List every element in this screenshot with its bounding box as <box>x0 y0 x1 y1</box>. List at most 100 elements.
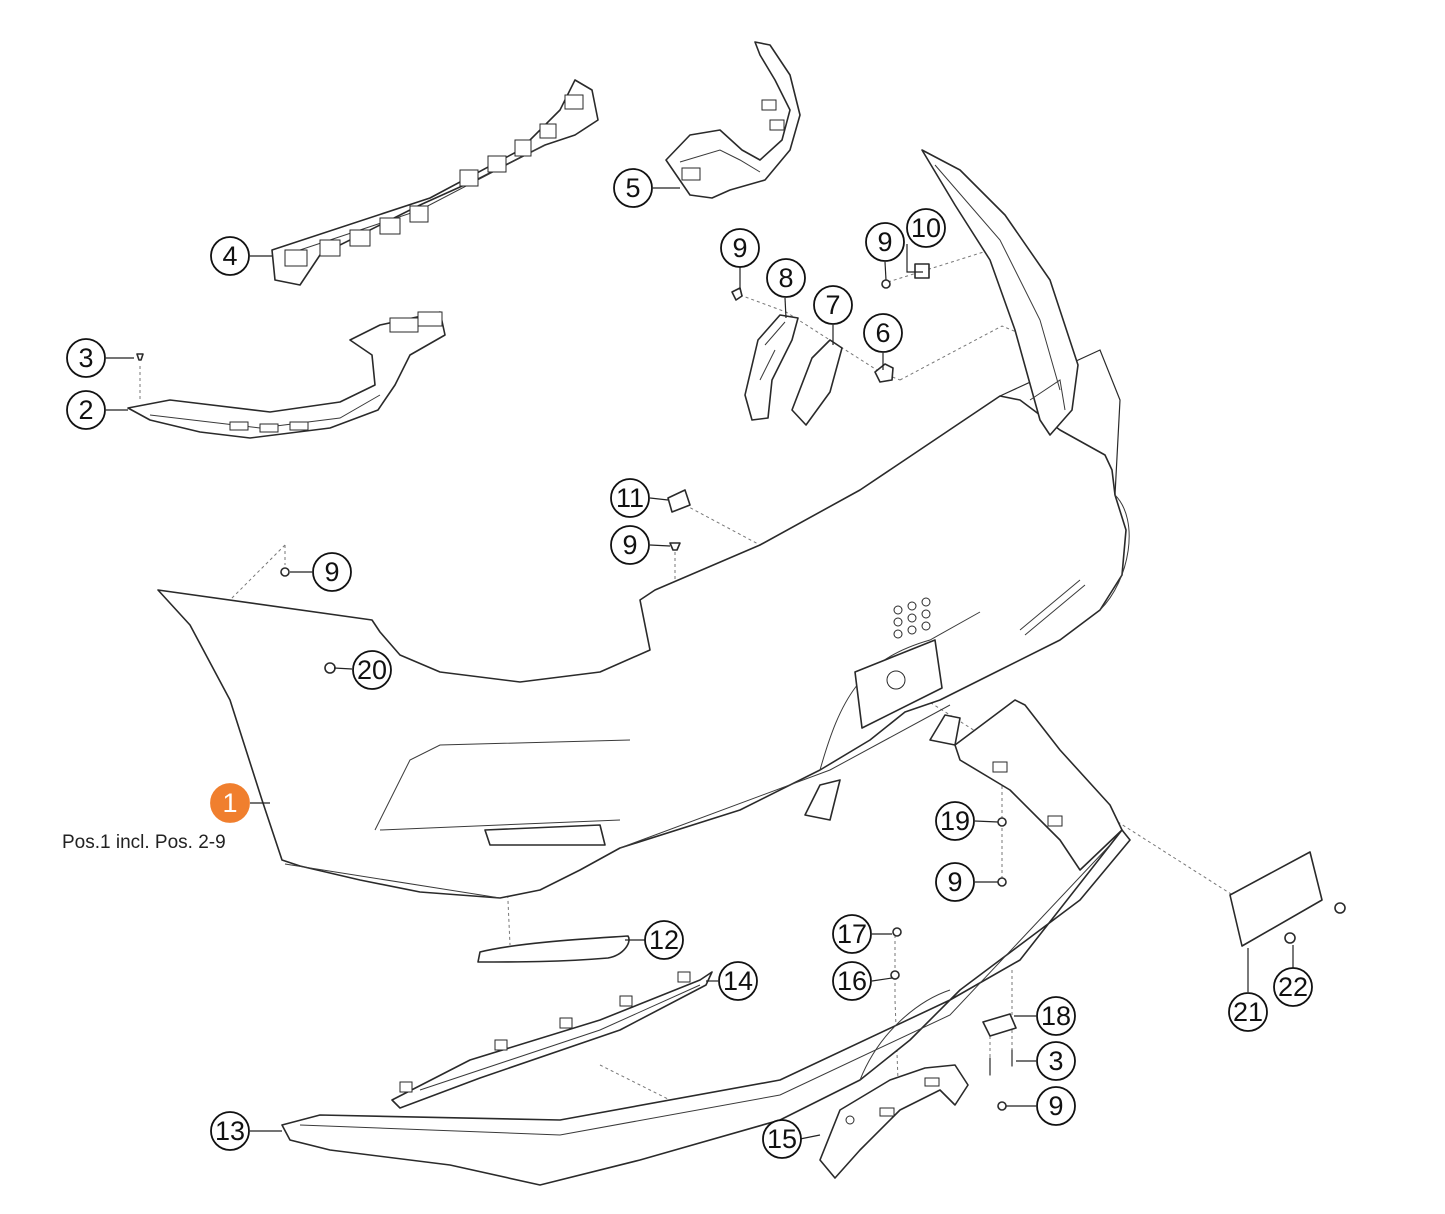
callout-10-label: 10 <box>911 213 941 243</box>
callout-9-bottom-label: 9 <box>1048 1091 1063 1121</box>
callout-1[interactable]: 1 <box>210 783 250 823</box>
callout-22-label: 22 <box>1278 972 1308 1002</box>
callout-3-lower-circle <box>1036 1041 1076 1081</box>
callout-16[interactable]: 16 <box>832 961 872 1001</box>
callout-13-label: 13 <box>215 1116 245 1146</box>
callout-18-label: 18 <box>1041 1001 1071 1031</box>
callout-16-label: 16 <box>837 966 867 996</box>
fasteners <box>136 279 1346 1111</box>
bumper-cover-part-1 <box>157 349 1130 899</box>
callout-7[interactable]: 7 <box>813 285 853 325</box>
callout-9-lower-right-label: 9 <box>947 867 962 897</box>
callout-21-label: 21 <box>1233 997 1263 1027</box>
callout-11[interactable]: 11 <box>610 478 650 518</box>
callout-8-label: 8 <box>778 263 793 293</box>
callout-9-middle-label: 9 <box>622 530 637 560</box>
callout-15[interactable]: 15 <box>762 1119 802 1159</box>
license-plate-part-21 <box>1229 851 1323 947</box>
callout-19-label: 19 <box>940 806 970 836</box>
callout-8-circle <box>766 258 806 298</box>
callout-19-circle <box>935 801 975 841</box>
callout-9-top-left[interactable]: 9 <box>720 228 760 268</box>
callout-14[interactable]: 14 <box>718 961 758 1001</box>
callout-3-lower-label: 3 <box>1048 1046 1063 1076</box>
callout-3-upper-label: 3 <box>78 343 93 373</box>
callout-9-middle[interactable]: 9 <box>610 525 650 565</box>
callout-15-label: 15 <box>767 1124 797 1154</box>
side-rail-bracket <box>921 149 1079 436</box>
callout-12-circle <box>644 920 684 960</box>
clip-part-10 <box>914 263 930 279</box>
callout-21-circle <box>1228 992 1268 1032</box>
callout-5-circle <box>613 168 653 208</box>
callout-9-bottom[interactable]: 9 <box>1036 1086 1076 1126</box>
callout-13-circle <box>210 1111 250 1151</box>
callout-5-label: 5 <box>625 173 640 203</box>
callout-9-bottom-circle <box>1036 1086 1076 1126</box>
callout-5[interactable]: 5 <box>613 168 653 208</box>
callout-9-top-right[interactable]: 9 <box>865 222 905 262</box>
bracket-part-8 <box>744 314 799 421</box>
callout-9-top-right-label: 9 <box>877 227 892 257</box>
grille-part-14 <box>391 971 713 1109</box>
callout-9-middle-circle <box>610 525 650 565</box>
callout-22-circle <box>1273 967 1313 1007</box>
callout-9-lower-right[interactable]: 9 <box>935 862 975 902</box>
callout-4[interactable]: 4 <box>210 236 250 276</box>
guide-part-15 <box>819 1064 969 1179</box>
reflector-part-7 <box>791 339 843 426</box>
leader-lines <box>106 187 1294 1140</box>
diffuser-part-13 <box>281 699 1131 1186</box>
callout-22[interactable]: 22 <box>1273 967 1313 1007</box>
callout-6[interactable]: 6 <box>863 313 903 353</box>
callout-6-circle <box>863 313 903 353</box>
plate-part-18 <box>982 1013 1017 1037</box>
callout-9-lower-right-circle <box>935 862 975 902</box>
callout-9-left-circle <box>312 552 352 592</box>
position-note: Pos.1 incl. Pos. 2-9 <box>62 832 226 853</box>
bracket-part-2 <box>127 311 446 439</box>
callout-18-circle <box>1036 996 1076 1036</box>
callout-12-label: 12 <box>649 925 679 955</box>
callout-8[interactable]: 8 <box>766 258 806 298</box>
callout-14-label: 14 <box>723 966 753 996</box>
callout-3-upper-circle <box>66 338 106 378</box>
callout-11-label: 11 <box>616 483 644 513</box>
callout-17-label: 17 <box>837 919 867 949</box>
bracket-part-5 <box>665 41 801 199</box>
callout-17[interactable]: 17 <box>832 914 872 954</box>
callout-15-circle <box>762 1119 802 1159</box>
callout-16-circle <box>832 961 872 1001</box>
callout-1-label: 1 <box>222 788 237 818</box>
callout-9-top-left-circle <box>720 228 760 268</box>
callout-9-top-left-label: 9 <box>732 233 747 263</box>
callout-10[interactable]: 10 <box>906 208 946 248</box>
callout-21[interactable]: 21 <box>1228 992 1268 1032</box>
callout-13[interactable]: 13 <box>210 1111 250 1151</box>
callout-11-circle <box>610 478 650 518</box>
callout-12[interactable]: 12 <box>644 920 684 960</box>
callout-6-label: 6 <box>875 318 890 348</box>
callout-7-circle <box>813 285 853 325</box>
callout-3-lower[interactable]: 3 <box>1036 1041 1076 1081</box>
callout-9-left-label: 9 <box>324 557 339 587</box>
crossbeam-part-4 <box>271 79 599 286</box>
callout-2-circle <box>66 390 106 430</box>
callout-9-top-right-circle <box>865 222 905 262</box>
callout-20-label: 20 <box>357 655 387 685</box>
callout-14-circle <box>718 961 758 1001</box>
callout-18[interactable]: 18 <box>1036 996 1076 1036</box>
callout-2-label: 2 <box>78 395 93 425</box>
callout-20[interactable]: 20 <box>352 650 392 690</box>
pad-part-11 <box>667 489 691 513</box>
callout-19[interactable]: 19 <box>935 801 975 841</box>
callout-10-circle <box>906 208 946 248</box>
callout-17-circle <box>832 914 872 954</box>
callout-3-upper[interactable]: 3 <box>66 338 106 378</box>
callout-1-circle <box>210 783 250 823</box>
callout-9-left[interactable]: 9 <box>312 552 352 592</box>
callout-4-label: 4 <box>222 241 237 271</box>
callout-2[interactable]: 2 <box>66 390 106 430</box>
callout-7-label: 7 <box>825 290 840 320</box>
